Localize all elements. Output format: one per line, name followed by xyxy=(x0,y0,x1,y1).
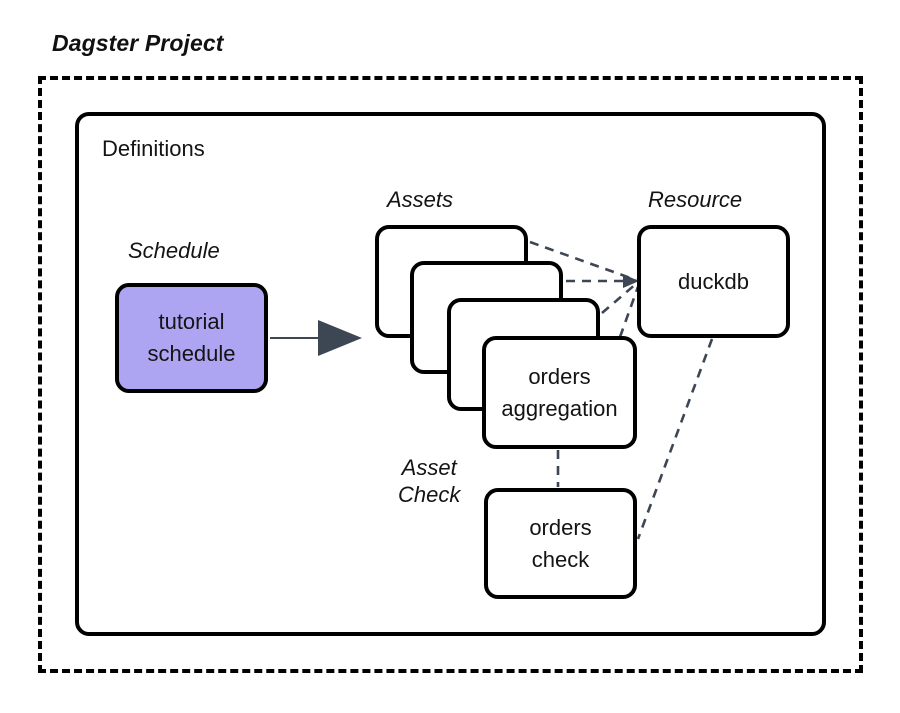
caption-asset-check: Asset Check xyxy=(398,455,460,509)
node-tutorial-schedule-line1: tutorial xyxy=(158,309,225,335)
node-duckdb-label: duckdb xyxy=(678,268,749,294)
caption-schedule: Schedule xyxy=(128,238,220,263)
node-orders-aggregation-line1: orders xyxy=(528,363,591,389)
caption-asset-check-line1: Asset xyxy=(401,455,457,480)
definitions-label: Definitions xyxy=(102,136,205,161)
diagram-title: Dagster Project xyxy=(52,30,224,56)
node-orders-aggregation-line2: aggregation xyxy=(501,395,618,421)
node-orders-aggregation[interactable]: orders aggregation xyxy=(482,336,637,449)
node-tutorial-schedule-line2: schedule xyxy=(147,341,236,366)
node-orders-check-line1: orders xyxy=(529,514,592,540)
dagster-project-container xyxy=(38,76,863,673)
caption-resource: Resource xyxy=(648,187,743,212)
caption-assets: Assets xyxy=(387,187,454,212)
node-tutorial-schedule[interactable]: tutorial schedule xyxy=(115,283,268,393)
node-duckdb[interactable]: duckdb xyxy=(637,225,790,338)
node-orders-check-line2: check xyxy=(531,546,590,572)
caption-asset-check-line2: Check xyxy=(398,481,461,507)
node-orders-check[interactable]: orders check xyxy=(484,488,637,599)
